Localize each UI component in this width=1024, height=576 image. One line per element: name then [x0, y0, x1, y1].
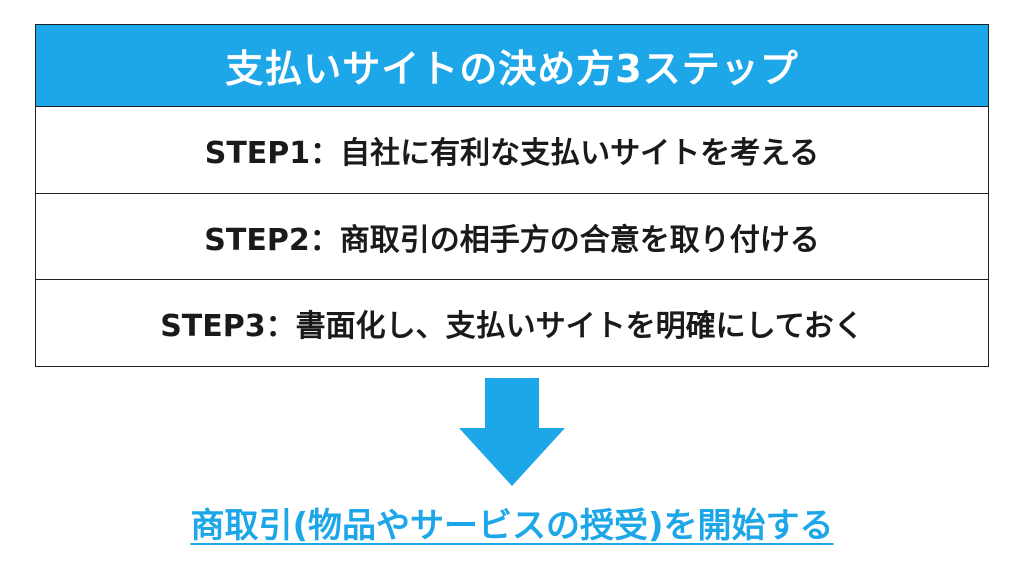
start-transaction-link[interactable]: 商取引(物品やサービスの授受)を開始する [190, 506, 834, 546]
steps-box: 支払いサイトの決め方3ステップ STEP1：自社に有利な支払いサイトを考える S… [35, 24, 989, 367]
step-1: STEP1：自社に有利な支払いサイトを考える [36, 107, 988, 194]
arrow-down-shape [459, 378, 565, 486]
step-3: STEP3：書面化し、支払いサイトを明確にしておく [160, 309, 864, 345]
step-2: STEP2：商取引の相手方の合意を取り付ける [36, 194, 988, 281]
steps-title: 支払いサイトの決め方3ステップ [36, 25, 988, 107]
arrow-down-icon [459, 378, 565, 486]
